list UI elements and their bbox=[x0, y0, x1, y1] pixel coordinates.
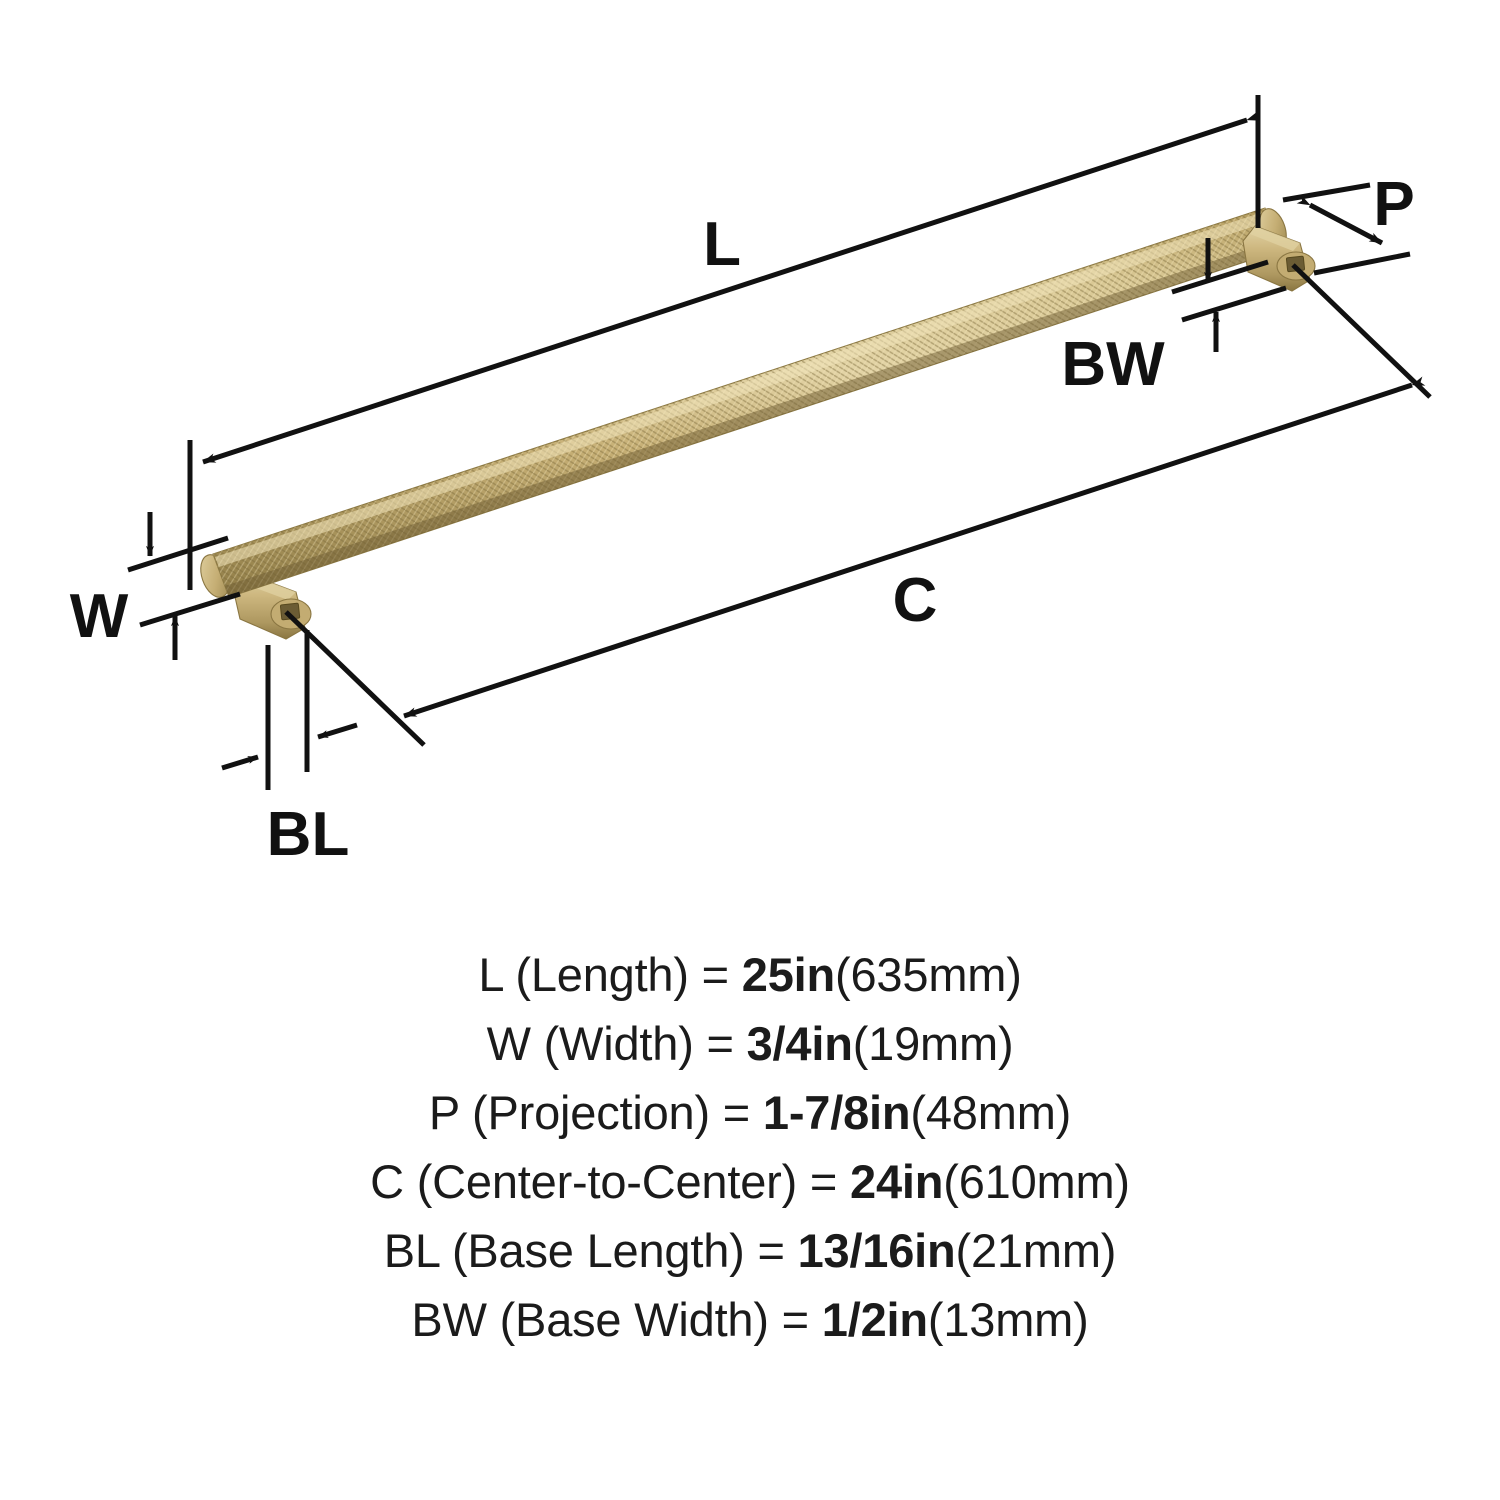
dimension-lines bbox=[127, 95, 1432, 790]
spec-row-length: L (Length) = 25in(635mm) bbox=[0, 940, 1500, 1009]
product-bar-pull bbox=[200, 207, 1316, 640]
bw-ext-top bbox=[1171, 259, 1269, 295]
bw-ext-bottom bbox=[1181, 285, 1287, 323]
spec-value-mm-center-to-center: (610mm) bbox=[943, 1155, 1130, 1208]
spec-value-in-width: 3/4in bbox=[746, 1017, 853, 1070]
spec-value-in-center-to-center: 24in bbox=[850, 1155, 944, 1208]
callout-letter-W: W bbox=[70, 582, 129, 651]
spec-row-width: W (Width) = 3/4in(19mm) bbox=[0, 1009, 1500, 1078]
p-ext-top bbox=[1282, 182, 1371, 203]
diagram-svg: L W P C BL BW bbox=[70, 95, 1432, 869]
w-ext-bottom bbox=[139, 591, 241, 628]
w-ext-top bbox=[127, 535, 229, 573]
spec-value-in-base-length: 13/16in bbox=[797, 1224, 956, 1277]
spec-value-mm-base-length: (21mm) bbox=[955, 1224, 1117, 1277]
spec-row-center-to-center: C (Center-to-Center) = 24in(610mm) bbox=[0, 1147, 1500, 1216]
spec-row-base-length: BL (Base Length) = 13/16in(21mm) bbox=[0, 1216, 1500, 1285]
bl-arrow-right bbox=[221, 754, 259, 771]
l-dimension-line bbox=[202, 111, 1261, 465]
spec-label-base-length: BL (Base Length) = bbox=[383, 1224, 798, 1277]
right-mounting-post bbox=[1242, 225, 1316, 292]
callout-letter-P: P bbox=[1373, 170, 1414, 239]
specification-list: L (Length) = 25in(635mm) W (Width) = 3/4… bbox=[0, 940, 1500, 1354]
spec-row-base-width: BW (Base Width) = 1/2in(13mm) bbox=[0, 1285, 1500, 1354]
spec-value-mm-length: (635mm) bbox=[835, 948, 1022, 1001]
bl-arrow-left bbox=[317, 722, 358, 740]
c-dimension-line bbox=[403, 376, 1426, 719]
spec-label-projection: P (Projection) = bbox=[428, 1086, 763, 1139]
spec-label-width: W (Width) = bbox=[486, 1017, 747, 1070]
p-ext-bottom bbox=[1313, 251, 1411, 276]
p-dimension-line bbox=[1296, 194, 1384, 246]
callout-letter-BW: BW bbox=[1061, 330, 1165, 399]
callout-letter-L: L bbox=[703, 210, 741, 279]
callout-letter-C: C bbox=[893, 566, 938, 635]
spec-label-length: L (Length) = bbox=[478, 948, 742, 1001]
spec-value-mm-width: (19mm) bbox=[852, 1017, 1014, 1070]
spec-value-in-length: 25in bbox=[741, 948, 836, 1001]
callout-letter-BL: BL bbox=[267, 800, 350, 869]
spec-value-in-projection: 1-7/8in bbox=[762, 1086, 911, 1139]
c-ext-right bbox=[1291, 263, 1432, 399]
spec-value-mm-base-width: (13mm) bbox=[927, 1293, 1089, 1346]
spec-label-center-to-center: C (Center-to-Center) = bbox=[370, 1155, 851, 1208]
knurled-bar bbox=[212, 207, 1282, 598]
product-diagram: L W P C BL BW bbox=[70, 95, 1432, 869]
spec-value-mm-projection: (48mm) bbox=[910, 1086, 1072, 1139]
spec-row-projection: P (Projection) = 1-7/8in(48mm) bbox=[0, 1078, 1500, 1147]
spec-label-base-width: BW (Base Width) = bbox=[411, 1293, 822, 1346]
spec-value-in-base-width: 1/2in bbox=[821, 1293, 928, 1346]
